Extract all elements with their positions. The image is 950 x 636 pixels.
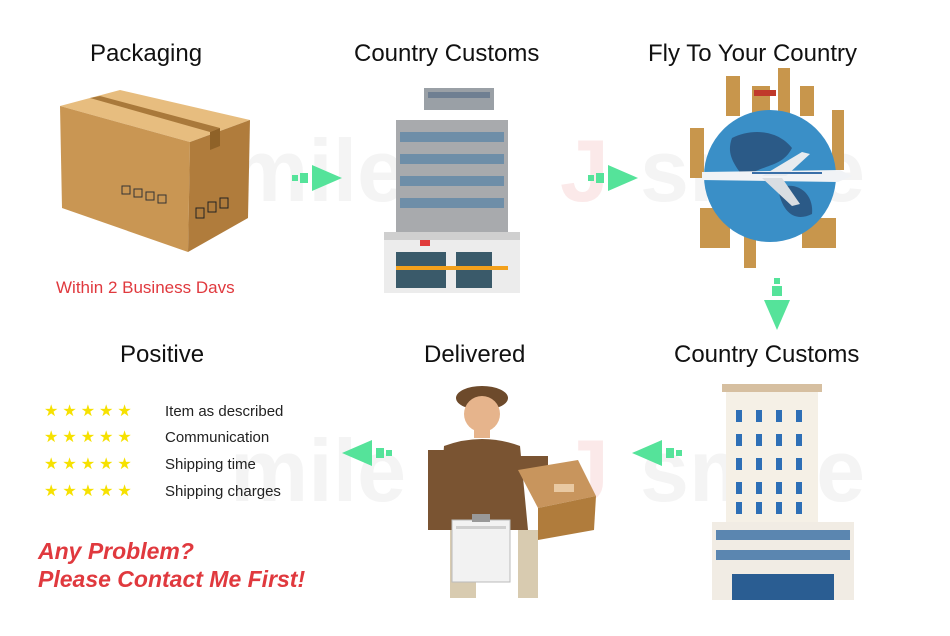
arrow-icon xyxy=(632,440,682,466)
globe-airplane-icon xyxy=(690,68,852,268)
rating-stars: ★★★★★ xyxy=(44,483,136,500)
step-title-fly: Fly To Your Country xyxy=(648,40,858,67)
rating-stars: ★★★★★ xyxy=(44,429,136,446)
delivery-man-icon xyxy=(428,386,596,598)
rating-label: Shipping time xyxy=(165,456,256,473)
step-title-positive: Positive xyxy=(120,341,205,368)
rating-label: Communication xyxy=(165,429,270,446)
arrow-icon xyxy=(292,165,342,191)
step-title-packaging: Packaging xyxy=(90,40,203,67)
step-title-customs-destination: Country Customs xyxy=(674,341,860,368)
customs-tower-icon xyxy=(712,384,854,600)
watermark-logo-top: J xyxy=(560,121,609,220)
packaging-note: Within 2 Business Davs xyxy=(56,278,235,297)
contact-line-2: Please Contact Me First! xyxy=(38,566,306,592)
step-title-customs-origin: Country Customs xyxy=(354,40,540,67)
contact-line-1: Any Problem? xyxy=(38,538,194,564)
arrow-icon xyxy=(764,278,790,330)
rating-stars: ★★★★★ xyxy=(44,403,136,420)
rating-stars: ★★★★★ xyxy=(44,456,136,473)
shipping-box-icon xyxy=(60,90,250,252)
arrow-icon xyxy=(588,165,638,191)
watermark-left-bottom: mile xyxy=(230,421,407,520)
step-title-delivered: Delivered xyxy=(424,341,526,368)
customs-building-icon xyxy=(384,88,520,293)
rating-label: Item as described xyxy=(165,403,284,420)
rating-label: Shipping charges xyxy=(165,483,281,500)
arrow-icon xyxy=(342,440,392,466)
